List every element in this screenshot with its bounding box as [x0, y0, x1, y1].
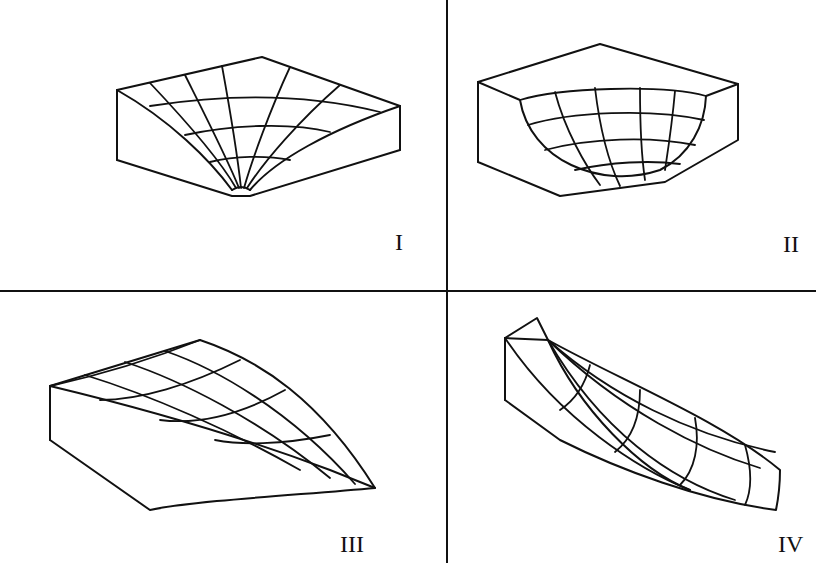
convex-block-iii [50, 340, 375, 510]
panel-numeral: II [783, 232, 799, 256]
divider-line [446, 0, 448, 563]
panel-numeral: IV [778, 532, 803, 556]
slope-block-i [117, 57, 400, 196]
divider-line [0, 290, 816, 292]
diverging-block-iv [505, 318, 780, 510]
hollow-block-ii [478, 44, 738, 196]
panel-numeral: I [395, 230, 403, 254]
panel-numeral: III [340, 532, 364, 556]
